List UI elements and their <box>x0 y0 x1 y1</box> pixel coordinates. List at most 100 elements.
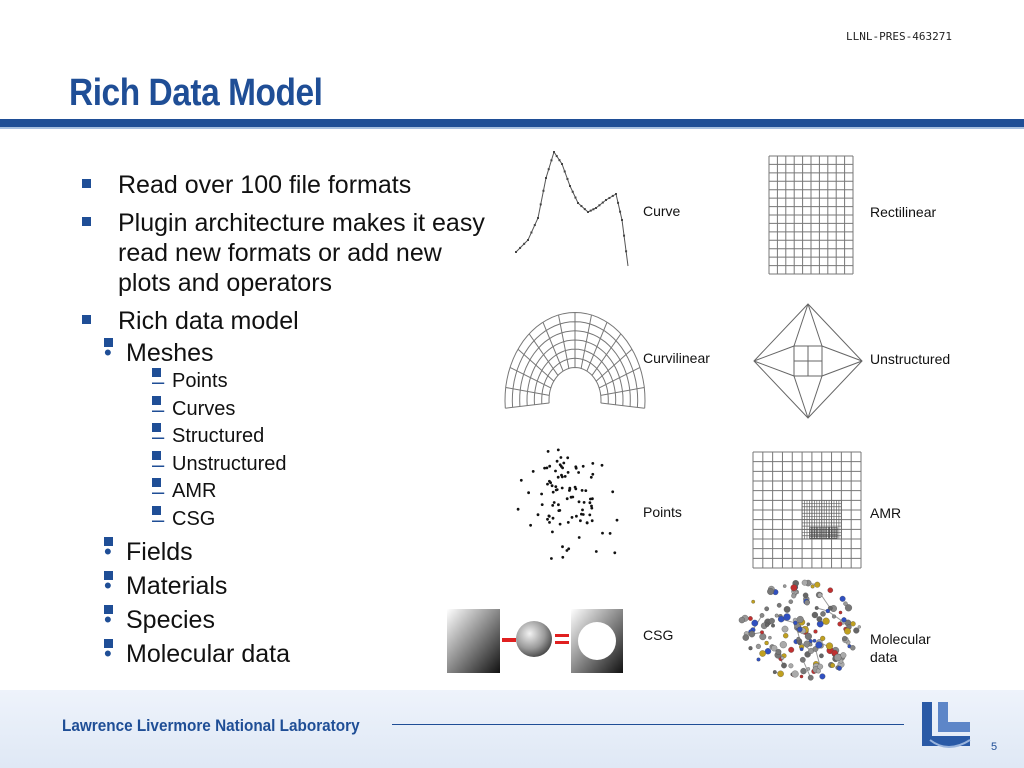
scatter-point <box>562 461 566 465</box>
molecule-atom <box>764 606 770 612</box>
scatter-point <box>575 514 578 518</box>
sub-bullet-item: •Fields <box>80 537 500 567</box>
scatter-point <box>580 489 584 492</box>
molecule-atom <box>857 625 861 629</box>
scatter-point <box>552 501 556 504</box>
curve-sample-point <box>611 194 614 197</box>
grid-line <box>591 333 622 376</box>
molecule-atom <box>768 617 775 624</box>
csg-caption: CSG <box>643 627 674 643</box>
scatter-point <box>555 459 559 463</box>
grid-line <box>528 333 559 376</box>
slide-title: Rich Data Model <box>69 72 323 114</box>
scatter-point <box>591 497 594 501</box>
csg-equals-operator <box>555 634 569 637</box>
curve-sample-point <box>623 234 626 237</box>
molecule-atom <box>738 616 746 624</box>
grid-line <box>595 348 633 382</box>
molecule-atom <box>771 645 778 652</box>
grid-line <box>598 366 641 389</box>
bullet-text: Plugin architecture makes it easy read n… <box>118 209 485 297</box>
molecule-atom <box>806 622 811 626</box>
curve-sample-point <box>519 246 522 249</box>
scatter-point <box>589 475 593 479</box>
mesh-type-text: Curves <box>172 397 236 420</box>
mesh-type-text: Structured <box>172 425 265 447</box>
molecule-atom <box>776 602 782 608</box>
unstructured-edge <box>821 360 863 377</box>
curve-sample-point <box>617 201 620 204</box>
scatter-point <box>568 489 571 492</box>
scatter-point <box>582 501 586 504</box>
molecule-atom <box>783 606 791 613</box>
molecule-atom <box>812 638 817 643</box>
dot-bullet-icon: • <box>104 571 113 598</box>
molecule-atom <box>816 616 823 622</box>
scatter-point <box>574 487 578 491</box>
molecule-atom <box>844 604 853 612</box>
molecule-atom <box>838 610 843 615</box>
molecule-atom <box>850 621 856 627</box>
rectilinear-grid-figure <box>768 155 854 275</box>
bullet-item: Rich data model •Meshes –Points –Curves … <box>80 306 500 669</box>
scatter-point <box>560 475 564 479</box>
curve-sample-point <box>580 205 583 208</box>
scatter-point <box>601 531 604 535</box>
scatter-point <box>563 475 567 478</box>
llnl-logo <box>922 702 971 748</box>
page-number: 5 <box>991 741 998 753</box>
molecule-atom <box>799 674 804 679</box>
curve-sample-point <box>589 209 592 212</box>
llnl-logo-mark <box>938 702 970 732</box>
molecule-atom <box>788 599 794 604</box>
sub-bullet-text: Meshes <box>126 339 214 367</box>
scatter-point <box>588 501 592 505</box>
dash-bullet-icon: – <box>152 505 165 532</box>
scatter-point <box>548 521 551 524</box>
scatter-point <box>546 450 550 453</box>
molecule-atom <box>843 601 848 606</box>
molecule-atom <box>802 592 809 599</box>
molecule-atom <box>844 627 851 635</box>
dot-bullet-icon: • <box>104 537 113 564</box>
scatter-point <box>550 557 553 560</box>
molecule-atom <box>774 613 779 618</box>
molecule-atom <box>839 595 846 602</box>
molecule-atom <box>825 608 830 614</box>
sub-bullet-item: •Molecular data <box>80 639 500 669</box>
molecule-atom <box>748 646 753 651</box>
scatter-point <box>557 503 560 507</box>
document-id: LLNL-PRES-463271 <box>846 30 952 43</box>
molecule-bond <box>820 594 831 609</box>
curve-sample-point <box>555 155 558 158</box>
curve-sample-point <box>530 231 533 234</box>
curve-sample-point <box>569 185 571 187</box>
mesh-type-item: –Points <box>80 368 500 396</box>
molecule-atom <box>759 633 767 641</box>
unstructured-edge <box>793 303 809 347</box>
curve-sample-point <box>563 170 566 173</box>
molecule-atom <box>772 670 777 675</box>
molecule-atom <box>759 650 766 657</box>
grid-line <box>505 386 550 396</box>
mesh-type-item: –Unstructured <box>80 450 500 479</box>
scatter-point <box>554 469 557 473</box>
scatter-point <box>590 519 594 523</box>
molecule-atom <box>814 581 821 588</box>
square-bullet-icon <box>82 179 91 188</box>
curve-sample-point <box>571 190 574 193</box>
molecule-atom <box>783 613 791 621</box>
csg-minus-operator <box>502 638 516 642</box>
curve-sample-point <box>561 163 563 165</box>
molecule-atom <box>822 617 830 625</box>
bullet-text: Rich data model <box>118 307 299 335</box>
molecule-atom <box>793 620 798 626</box>
scatter-point <box>565 497 569 501</box>
grid-line <box>542 322 564 372</box>
scatter-point <box>550 484 554 488</box>
unstructured-edge <box>807 375 823 419</box>
curve-sample-point <box>619 210 622 213</box>
grid-line <box>517 348 555 382</box>
scatter-point <box>551 530 554 534</box>
scatter-point <box>551 516 555 520</box>
